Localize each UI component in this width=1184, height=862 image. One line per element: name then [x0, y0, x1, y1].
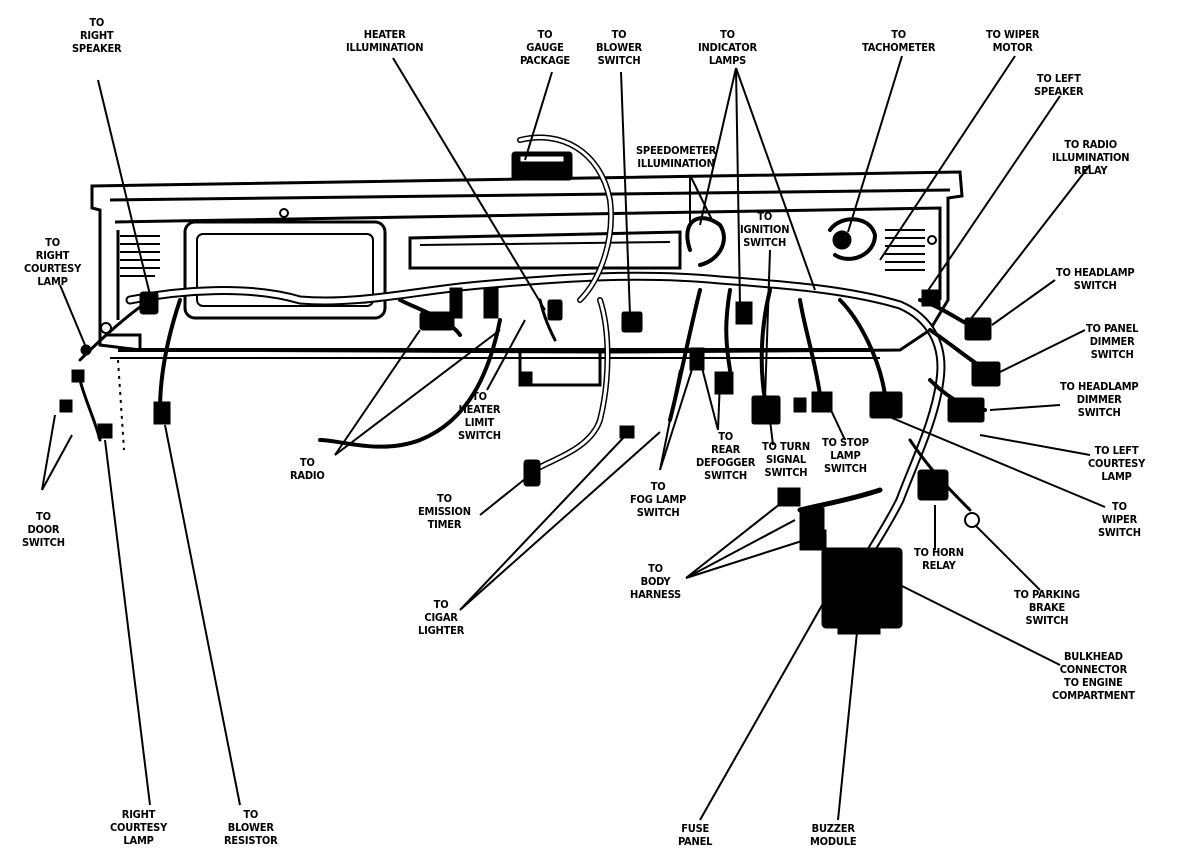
label-tachometer: ToTachometer	[862, 28, 936, 54]
label-body-harness: ToBodyHarness	[630, 562, 681, 601]
label-buzzer-module: BuzzerModule	[810, 822, 857, 848]
vent-hatching	[120, 229, 925, 277]
label-fog-lamp-switch: ToFog LampSwitch	[630, 480, 687, 519]
label-emission-timer: ToEmissionTimer	[418, 492, 471, 531]
label-cigar-lighter: ToCigarLighter	[418, 598, 465, 637]
label-blower-switch: ToBlowerSwitch	[596, 28, 642, 67]
connectors	[59, 151, 1001, 635]
label-rear-defogger-switch: ToRearDefoggerSwitch	[696, 430, 756, 482]
label-bulkhead-connector: BulkheadConnectorTo EngineCompartment	[1052, 650, 1135, 702]
label-panel-dimmer-switch: To PanelDimmerSwitch	[1086, 322, 1139, 361]
label-wiper-motor: To WiperMotor	[986, 28, 1040, 54]
label-gauge-package: ToGaugePackage	[520, 28, 570, 67]
label-ignition-switch: ToIgnitionSwitch	[740, 210, 790, 249]
label-headlamp-switch: To HeadlampSwitch	[1056, 266, 1135, 292]
label-left-courtesy-lamp: To LeftCourtesyLamp	[1088, 444, 1146, 483]
label-wiper-switch: ToWiperSwitch	[1098, 500, 1141, 539]
label-radio: ToRadio	[290, 456, 325, 482]
wiring-harness	[78, 134, 997, 575]
leader-lines	[41, 55, 1106, 821]
label-heater-illumination: HeaterIllumination	[346, 28, 424, 54]
label-left-speaker: To LeftSpeaker	[1034, 72, 1084, 98]
label-door-switch: ToDoorSwitch	[22, 510, 65, 549]
label-turn-signal-switch: To TurnSignalSwitch	[762, 440, 810, 479]
label-headlamp-dimmer-switch: To HeadlampDimmerSwitch	[1060, 380, 1139, 419]
label-fuse-panel: FusePanel	[678, 822, 713, 848]
label-right-courtesy-lamp-bottom: RightCourtesyLamp	[110, 808, 168, 847]
label-speedometer-illumination: SpeedometerIllumination	[636, 144, 717, 170]
label-stop-lamp-switch: To StopLampSwitch	[822, 436, 869, 475]
label-right-speaker: ToRightSpeaker	[72, 16, 122, 55]
label-parking-brake-switch: To ParkingBrakeSwitch	[1014, 588, 1080, 627]
label-indicator-lamps: ToIndicatorLamps	[698, 28, 757, 67]
label-blower-resistor: ToBlowerResistor	[224, 808, 278, 847]
label-horn-relay: To HornRelay	[914, 546, 964, 572]
label-radio-illumination-relay: To RadioIlluminationRelay	[1052, 138, 1130, 177]
label-heater-limit-switch: ToHeaterLimitSwitch	[458, 390, 501, 442]
instrument-panel	[90, 170, 964, 387]
label-right-courtesy-lamp-top: ToRightCourtesyLamp	[24, 236, 82, 288]
